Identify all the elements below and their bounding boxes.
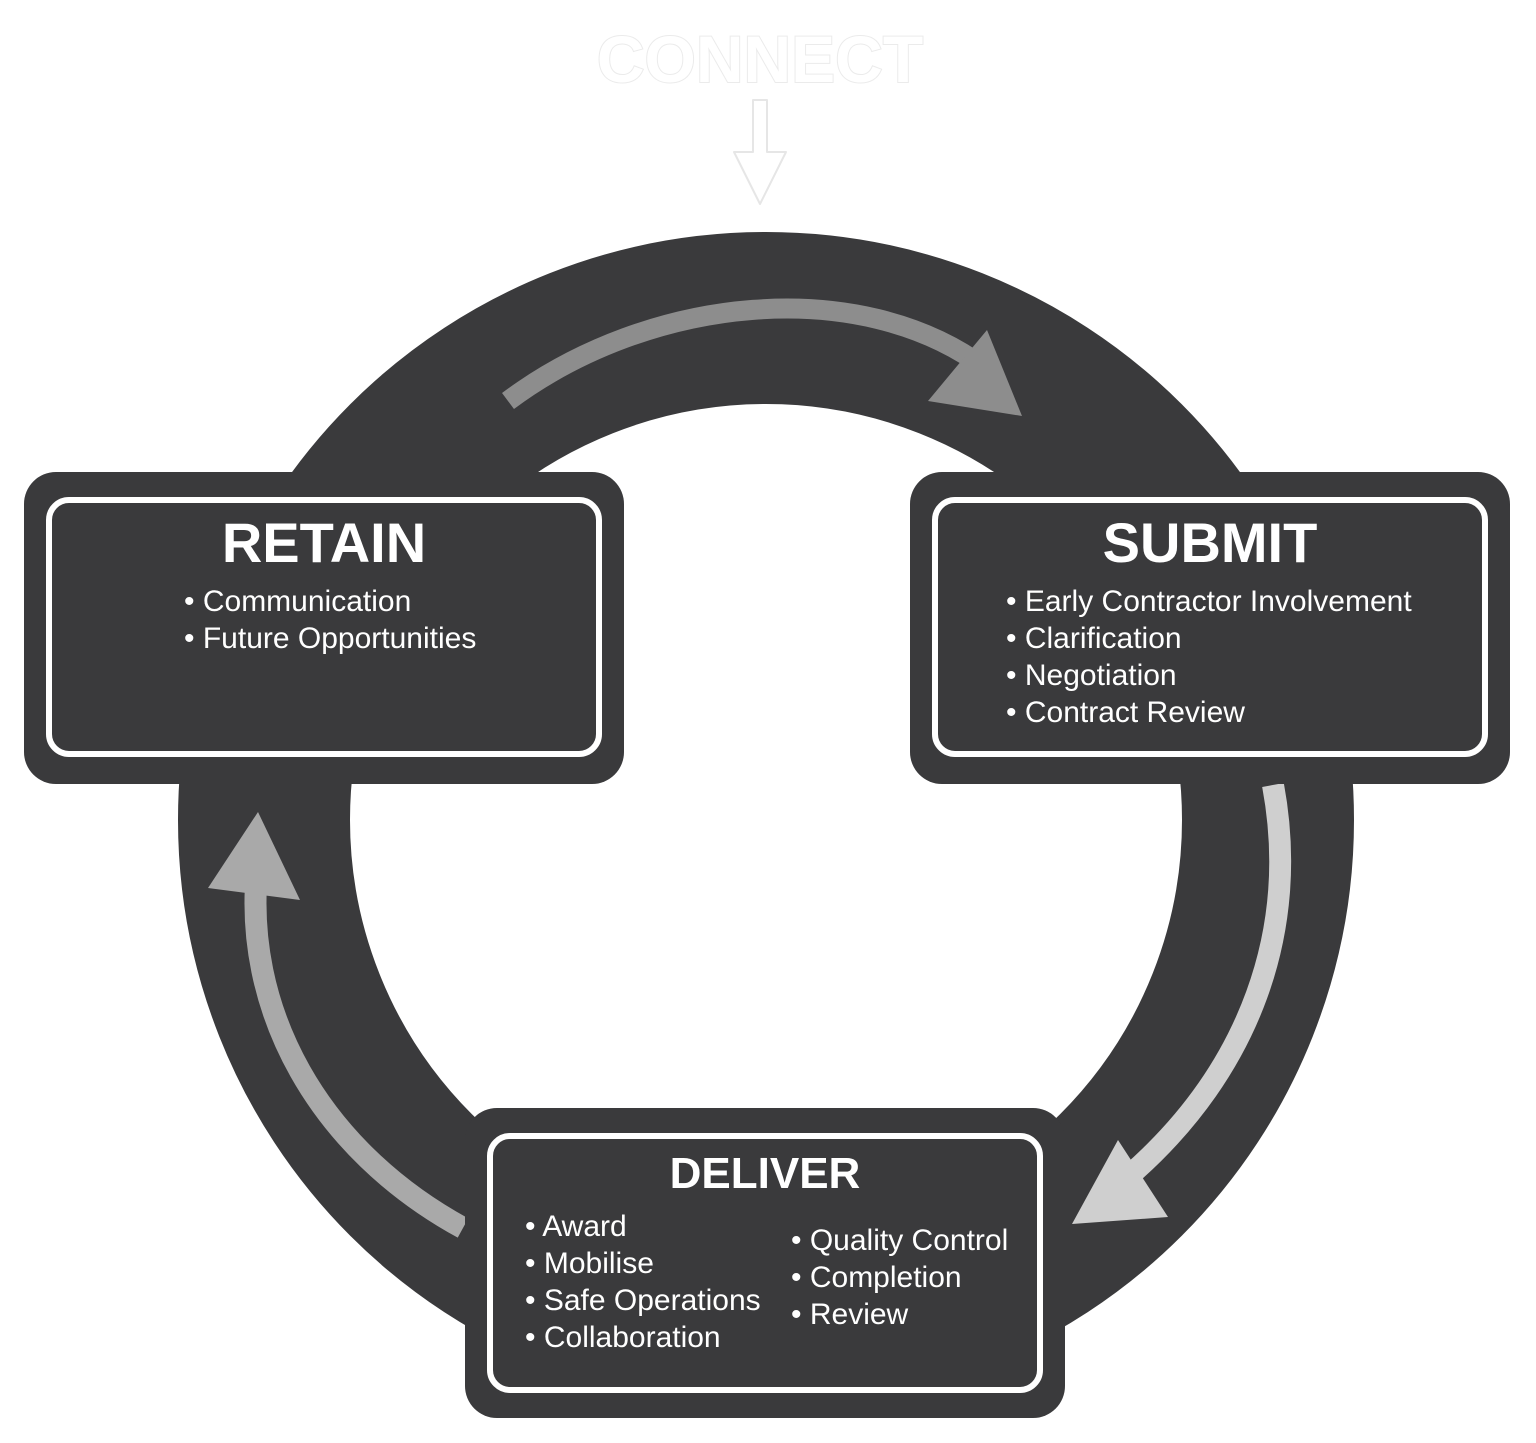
- submit-box: SUBMIT • Early Contractor Involvement • …: [910, 472, 1510, 784]
- arrow-submit-to-deliver-icon: [1072, 782, 1292, 1224]
- deliver-item: Mobilise: [544, 1247, 654, 1280]
- retain-title: RETAIN: [222, 511, 426, 574]
- deliver-item: Quality Control: [810, 1224, 1008, 1257]
- retain-list: • Communication • Future Opportunities: [184, 585, 476, 655]
- submit-title: SUBMIT: [1103, 511, 1318, 574]
- svg-text:• Negotiation: • Negotiation: [1006, 659, 1177, 692]
- submit-item: Clarification: [1025, 622, 1182, 655]
- submit-item: Contract Review: [1025, 696, 1245, 729]
- retain-box: RETAIN • Communication • Future Opportun…: [24, 472, 624, 784]
- svg-text:• Collaboration: • Collaboration: [525, 1321, 721, 1354]
- retain-item: Future Opportunities: [203, 622, 476, 655]
- svg-text:• Clarification: • Clarification: [1006, 622, 1182, 655]
- deliver-item: Award: [542, 1210, 627, 1243]
- svg-text:• Communication: • Communication: [184, 585, 411, 618]
- deliver-title: DELIVER: [670, 1149, 861, 1198]
- arrow-retain-to-submit-icon: [502, 298, 1022, 416]
- deliver-item: Safe Operations: [544, 1284, 761, 1317]
- deliver-item: Review: [810, 1298, 909, 1331]
- svg-text:• Safe Operations: • Safe Operations: [525, 1284, 761, 1317]
- submit-item: Early Contractor Involvement: [1025, 585, 1412, 618]
- submit-list: • Early Contractor Involvement • Clarifi…: [1006, 585, 1412, 729]
- submit-item: Negotiation: [1025, 659, 1177, 692]
- deliver-item: Collaboration: [544, 1321, 721, 1354]
- deliver-list-left: • Award • Mobilise • Safe Operations • C…: [525, 1210, 761, 1354]
- svg-text:• Award: • Award: [525, 1210, 627, 1243]
- svg-text:• Completion: • Completion: [791, 1261, 962, 1294]
- connect-label: CONNECT: [597, 22, 923, 96]
- svg-text:• Mobilise: • Mobilise: [525, 1247, 654, 1280]
- svg-text:• Review: • Review: [791, 1298, 909, 1331]
- retain-item: Communication: [203, 585, 411, 618]
- svg-text:• Contract Review: • Contract Review: [1006, 696, 1245, 729]
- deliver-item: Completion: [810, 1261, 962, 1294]
- deliver-list-right: • Quality Control • Completion • Review: [791, 1224, 1008, 1331]
- svg-text:• Early Contractor Involvement: • Early Contractor Involvement: [1006, 585, 1412, 618]
- arrow-deliver-to-retain-icon: [208, 812, 469, 1238]
- deliver-box: DELIVER • Award • Mobilise • Safe Operat…: [465, 1108, 1065, 1418]
- connect-down-arrow-icon: [733, 99, 787, 205]
- svg-text:• Future Opportunities: • Future Opportunities: [184, 622, 476, 655]
- svg-text:• Quality Control: • Quality Control: [791, 1224, 1008, 1257]
